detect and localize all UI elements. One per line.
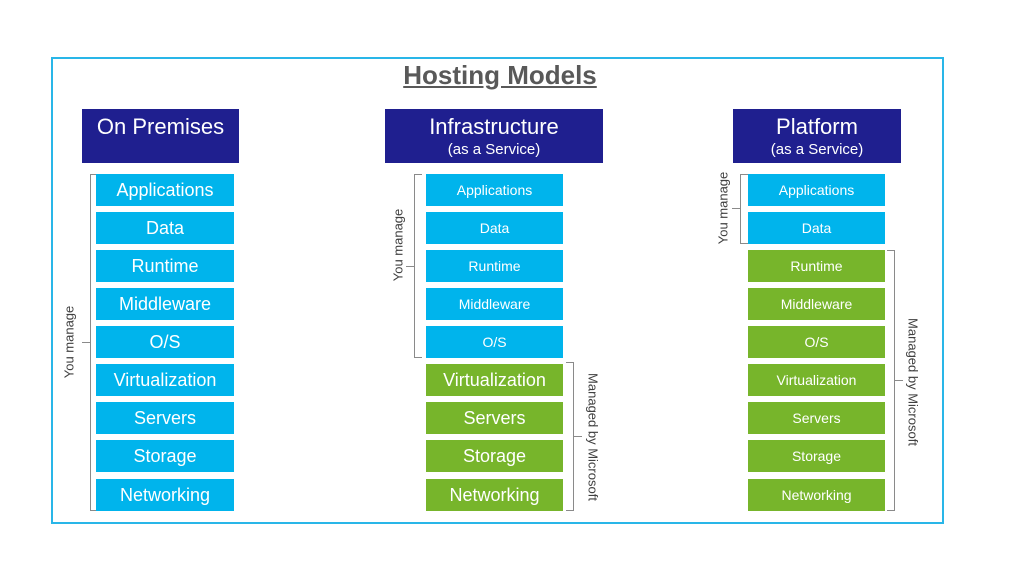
layer-os: O/S — [748, 326, 885, 358]
header-subtitle: (as a Service) — [770, 141, 864, 158]
layer-networking: Networking — [96, 479, 234, 511]
layer-servers: Servers — [96, 402, 234, 434]
layer-applications: Applications — [426, 174, 563, 206]
you-manage-label: You manage — [390, 208, 406, 282]
layer-middleware: Middleware — [96, 288, 234, 320]
you-manage-bracket — [740, 174, 748, 244]
layer-virtualization: Virtualization — [426, 364, 563, 396]
layer-data: Data — [96, 212, 234, 244]
microsoft-managed-label: Managed by Microsoft — [905, 318, 921, 446]
layer-data: Data — [426, 212, 563, 244]
layer-os: O/S — [96, 326, 234, 358]
layer-virtualization: Virtualization — [748, 364, 885, 396]
bracket-tick — [82, 342, 90, 343]
header-subtitle: (as a Service) — [447, 141, 541, 158]
layer-runtime: Runtime — [96, 250, 234, 282]
header-title: On Premises — [96, 114, 225, 139]
header-iaas: Infrastructure (as a Service) — [385, 109, 603, 163]
header-paas: Platform (as a Service) — [733, 109, 901, 163]
layer-applications: Applications — [96, 174, 234, 206]
layer-data: Data — [748, 212, 885, 244]
layer-middleware: Middleware — [748, 288, 885, 320]
layer-runtime: Runtime — [426, 250, 563, 282]
microsoft-managed-label: Managed by Microsoft — [585, 373, 601, 501]
layer-runtime: Runtime — [748, 250, 885, 282]
layer-servers: Servers — [426, 402, 563, 434]
you-manage-bracket — [414, 174, 422, 358]
layer-os: O/S — [426, 326, 563, 358]
layer-virtualization: Virtualization — [96, 364, 234, 396]
bracket-tick — [895, 380, 903, 381]
layer-networking: Networking — [748, 479, 885, 511]
layer-storage: Storage — [426, 440, 563, 472]
layer-storage: Storage — [96, 440, 234, 472]
layer-middleware: Middleware — [426, 288, 563, 320]
microsoft-managed-bracket — [887, 250, 895, 511]
layer-applications: Applications — [748, 174, 885, 206]
header-title: Platform — [776, 114, 858, 139]
header-title: Infrastructure — [429, 114, 559, 139]
microsoft-managed-bracket — [566, 362, 574, 511]
layer-storage: Storage — [748, 440, 885, 472]
you-manage-label: You manage — [715, 171, 731, 245]
layer-networking: Networking — [426, 479, 563, 511]
diagram-frame — [51, 57, 944, 524]
header-on-premises: On Premises — [82, 109, 239, 163]
you-manage-bracket — [90, 174, 96, 511]
bracket-tick — [732, 208, 740, 209]
bracket-tick — [574, 436, 582, 437]
diagram-title: Hosting Models — [403, 60, 597, 90]
you-manage-label: You manage — [61, 305, 77, 379]
bracket-tick — [406, 266, 414, 267]
layer-servers: Servers — [748, 402, 885, 434]
